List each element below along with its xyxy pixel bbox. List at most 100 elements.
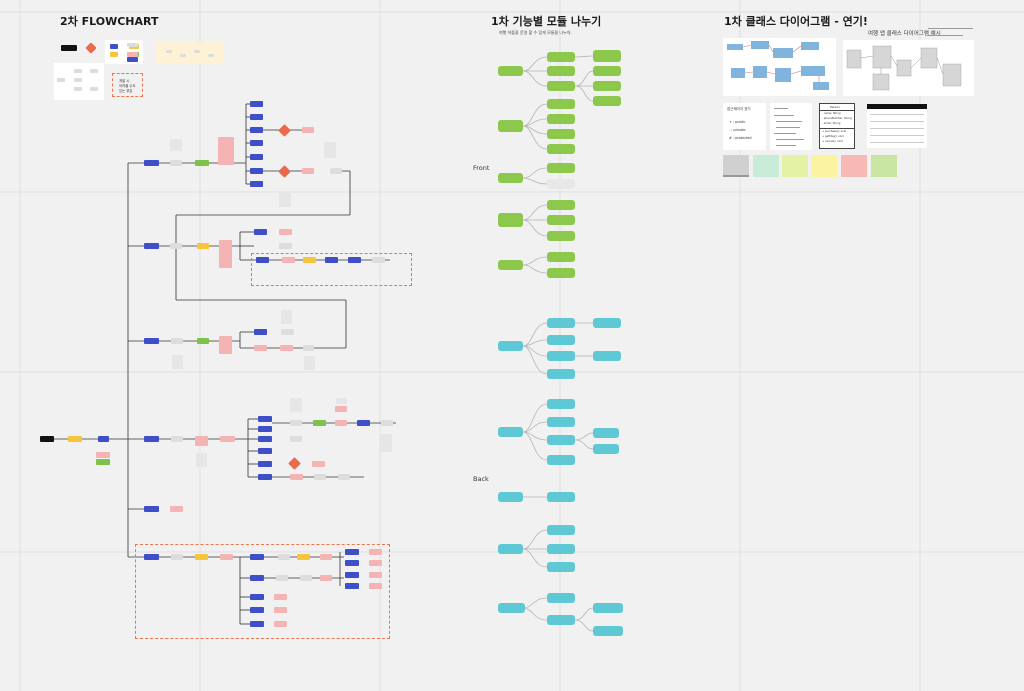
flow-node[interactable]: [279, 229, 292, 235]
module-node[interactable]: [547, 544, 575, 554]
flow-node[interactable]: [220, 436, 235, 442]
flow-node[interactable]: [195, 160, 209, 166]
flow-node[interactable]: [276, 575, 288, 581]
flow-node[interactable]: [250, 607, 264, 613]
module-node[interactable]: [593, 428, 619, 438]
sticky-note-lime[interactable]: [782, 155, 808, 177]
flow-node[interactable]: [96, 459, 110, 465]
sticky-note-yellow[interactable]: [811, 155, 837, 177]
module-node[interactable]: [498, 120, 523, 132]
module-node[interactable]: [547, 369, 575, 379]
flow-note[interactable]: [336, 398, 347, 404]
flow-node[interactable]: [195, 436, 208, 446]
flow-risk-group[interactable]: [251, 253, 412, 286]
flow-decision[interactable]: [288, 457, 301, 470]
flow-node[interactable]: [345, 549, 359, 555]
flow-node[interactable]: [258, 416, 272, 422]
flow-node[interactable]: [372, 257, 385, 263]
relationship-card[interactable]: [770, 103, 812, 150]
module-node[interactable]: [498, 260, 523, 270]
flow-node[interactable]: [297, 554, 310, 560]
flow-node[interactable]: [219, 336, 232, 354]
flow-node[interactable]: [258, 436, 272, 442]
flow-node[interactable]: [281, 329, 294, 335]
flow-node[interactable]: [303, 257, 316, 263]
flow-node[interactable]: [197, 338, 209, 344]
flow-node[interactable]: [250, 575, 264, 581]
flow-section-node[interactable]: [144, 338, 159, 344]
module-node[interactable]: [547, 179, 575, 189]
flow-note[interactable]: [324, 142, 336, 158]
flow-node[interactable]: [274, 607, 287, 613]
module-node[interactable]: [547, 252, 575, 262]
class-diagram-example-image[interactable]: [843, 40, 974, 96]
flow-node[interactable]: [274, 621, 287, 627]
flow-node[interactable]: [220, 554, 233, 560]
class-diagram-image[interactable]: [723, 38, 836, 96]
flow-note[interactable]: [196, 453, 207, 467]
flow-note[interactable]: [380, 434, 392, 452]
flow-node[interactable]: [280, 345, 293, 351]
legend-sticky-note[interactable]: [156, 42, 224, 64]
flow-node[interactable]: [338, 474, 350, 480]
flow-node[interactable]: [250, 554, 264, 560]
module-node[interactable]: [593, 318, 621, 328]
flow-node[interactable]: [290, 420, 302, 426]
module-node[interactable]: [547, 455, 575, 465]
module-node[interactable]: [547, 593, 575, 603]
flow-node[interactable]: [250, 140, 263, 146]
flow-node[interactable]: [314, 474, 326, 480]
flow-node[interactable]: [302, 168, 314, 174]
flow-node[interactable]: [250, 181, 263, 187]
module-node[interactable]: [547, 318, 575, 328]
flow-node[interactable]: [170, 506, 183, 512]
flow-node[interactable]: [250, 154, 263, 160]
module-node[interactable]: [547, 231, 575, 241]
module-node[interactable]: [547, 615, 575, 625]
flow-section-node[interactable]: [144, 243, 159, 249]
sticky-note-pink[interactable]: [841, 155, 867, 177]
flow-node[interactable]: [250, 101, 263, 107]
flow-node[interactable]: [345, 560, 359, 566]
legend-mini-flow-card[interactable]: [54, 63, 104, 100]
flow-node[interactable]: [290, 474, 303, 480]
flow-node[interactable]: [381, 420, 393, 426]
visibility-card[interactable]: 접근제어자 표기 + : public - : private # : prot…: [723, 103, 766, 150]
legend-decision-node[interactable]: [85, 42, 97, 54]
module-node[interactable]: [593, 66, 621, 76]
module-node[interactable]: [593, 50, 621, 62]
module-node[interactable]: [547, 129, 575, 139]
flow-section-node[interactable]: [144, 436, 159, 442]
flow-node[interactable]: [369, 572, 382, 578]
sticky-note-gray[interactable]: [723, 155, 749, 177]
flow-node[interactable]: [98, 436, 109, 442]
flow-node[interactable]: [258, 474, 272, 480]
flow-node[interactable]: [197, 243, 209, 249]
flow-node[interactable]: [357, 420, 370, 426]
flow-node[interactable]: [290, 436, 302, 442]
flow-section-node[interactable]: [144, 506, 159, 512]
flow-node[interactable]: [335, 406, 347, 412]
module-node[interactable]: [593, 351, 621, 361]
flow-node[interactable]: [254, 229, 267, 235]
flow-node[interactable]: [250, 127, 263, 133]
flow-node[interactable]: [171, 554, 183, 560]
module-node[interactable]: [498, 603, 525, 613]
flow-node[interactable]: [96, 452, 110, 458]
flow-node[interactable]: [254, 345, 267, 351]
flow-node[interactable]: [279, 243, 292, 249]
flow-node[interactable]: [250, 114, 263, 120]
flow-node[interactable]: [170, 243, 182, 249]
flow-node[interactable]: [254, 329, 267, 335]
module-node[interactable]: [547, 144, 575, 154]
flow-node[interactable]: [171, 338, 183, 344]
module-node[interactable]: [547, 52, 575, 62]
module-node[interactable]: [547, 163, 575, 173]
module-node[interactable]: [498, 341, 523, 351]
flow-node[interactable]: [258, 426, 272, 432]
sticky-note-green[interactable]: [871, 155, 897, 177]
module-node[interactable]: [547, 215, 575, 225]
flow-node[interactable]: [278, 554, 290, 560]
flow-node[interactable]: [312, 461, 325, 467]
flow-node[interactable]: [348, 257, 361, 263]
